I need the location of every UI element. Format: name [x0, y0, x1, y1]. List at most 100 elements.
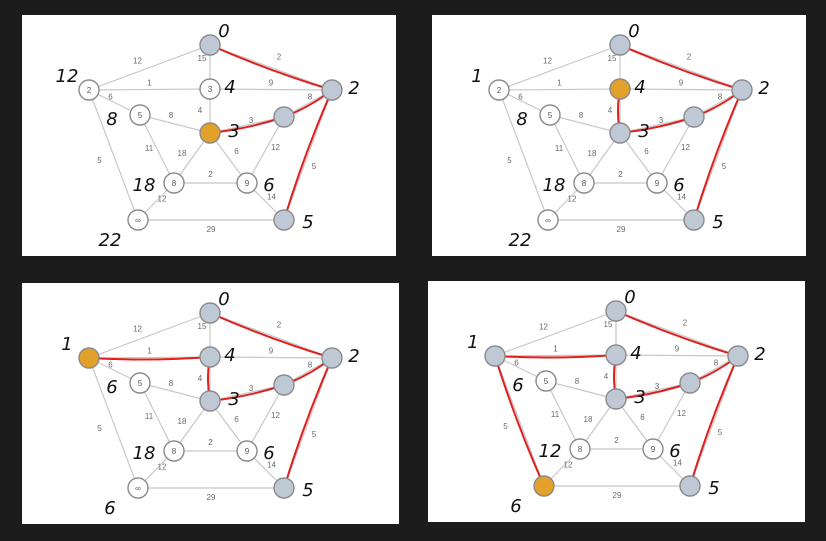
node-A: [609, 34, 631, 56]
node-C: [199, 346, 221, 368]
node-E-label: 5: [138, 111, 143, 120]
path-edge-D-K: [689, 355, 739, 487]
edge-weight-label: 12: [539, 323, 548, 332]
edge-weight-label: 5: [507, 156, 512, 165]
distance-annotation-B: 1: [467, 332, 478, 353]
edge-weight-label: 12: [133, 325, 142, 334]
node-B-label: 2: [497, 86, 502, 95]
edge-weight-label: 5: [97, 424, 102, 433]
edge-A-B: [498, 44, 621, 91]
distance-annotation-E: 6: [512, 375, 523, 396]
node-F: [605, 388, 627, 410]
distance-annotation-D: 2: [348, 346, 359, 367]
edge-weight-label: 2: [208, 170, 213, 179]
edge-weight-label: 6: [514, 359, 519, 368]
edge-B-C: [498, 88, 621, 91]
edge-D-K: [693, 89, 743, 221]
node-B: [78, 79, 100, 101]
edge-A-B: [88, 312, 211, 359]
edge-weight-label: 29: [617, 225, 626, 234]
node-I-label: 9: [651, 445, 656, 454]
edge-weight-label: 5: [97, 156, 102, 165]
edge-E-H: [139, 114, 175, 184]
edge-weight-label: 2: [618, 170, 623, 179]
node-J: [537, 209, 559, 231]
edge-weight-label: 11: [551, 410, 560, 419]
distance-annotation-I: 6: [263, 443, 274, 464]
edge-C-D: [619, 88, 743, 91]
edge-weight-label: 15: [608, 54, 617, 63]
edge-weight-label: 2: [277, 321, 282, 330]
distance-annotation-K: 5: [302, 480, 313, 501]
node-F: [609, 122, 631, 144]
distance-annotation-H: 12: [539, 441, 562, 462]
edge-weight-label: 2: [277, 53, 282, 62]
node-A: [605, 300, 627, 322]
edge-weight-label: 4: [198, 374, 203, 383]
edge-B-C: [494, 354, 617, 357]
edge-B-J: [498, 89, 549, 221]
edge-weight-label: 6: [518, 93, 523, 102]
node-H-label: 8: [578, 445, 583, 454]
edge-B-C: [88, 88, 211, 91]
edge-weight-label: 12: [677, 409, 686, 418]
node-E: [539, 104, 561, 126]
path-edge-D-K: [283, 89, 333, 221]
node-I: [646, 172, 668, 194]
distance-annotation-E: 8: [106, 109, 117, 130]
edge-weight-label: 5: [503, 422, 508, 431]
edge-E-F: [139, 114, 211, 134]
node-D: [731, 79, 753, 101]
distance-annotation-J: 22: [99, 230, 122, 251]
node-K: [273, 477, 295, 499]
edge-weight-label: 14: [267, 193, 276, 202]
edge-E-H: [139, 382, 175, 452]
distance-annotation-I: 6: [263, 175, 274, 196]
node-E-label: 5: [548, 111, 553, 120]
edge-weight-label: 12: [158, 195, 167, 204]
node-F: [199, 390, 221, 412]
distance-annotation-C: 4: [224, 77, 235, 98]
edge-weight-label: 3: [249, 116, 254, 125]
edge-weight-label: 12: [681, 143, 690, 152]
edge-weight-label: 11: [145, 144, 154, 153]
edge-weight-label: 6: [644, 147, 649, 156]
distance-annotation-I: 6: [669, 441, 680, 462]
edge-weight-label: 8: [714, 359, 719, 368]
edge-weight-label: 1: [147, 79, 152, 88]
edge-weight-label: 2: [687, 53, 692, 62]
distance-annotation-A: 0: [624, 287, 635, 308]
node-I: [642, 438, 664, 460]
edge-weight-label: 9: [675, 345, 680, 354]
distance-annotation-A: 0: [218, 289, 229, 310]
node-B: [488, 79, 510, 101]
edge-weight-label: 14: [267, 461, 276, 470]
node-E: [129, 372, 151, 394]
node-H-label: 8: [582, 179, 587, 188]
edge-weight-label: 6: [234, 147, 239, 156]
edge-F-G: [615, 382, 691, 400]
path-edge-D-K: [693, 89, 743, 221]
distance-annotation-F: 3: [634, 387, 645, 408]
edge-weight-label: 6: [234, 415, 239, 424]
edge-G-I: [246, 384, 285, 452]
edge-B-J: [88, 89, 139, 221]
distance-annotation-J: 6: [510, 496, 521, 517]
node-J: [127, 209, 149, 231]
node-I-label: 9: [245, 447, 250, 456]
distance-annotation-E: 8: [516, 109, 527, 130]
edge-weight-label: 1: [553, 345, 558, 354]
node-E: [129, 104, 151, 126]
edge-weight-label: 12: [543, 57, 552, 66]
edge-weight-label: 15: [604, 320, 613, 329]
edge-weight-label: 8: [169, 111, 174, 120]
edge-weight-label: 8: [579, 111, 584, 120]
node-A: [199, 34, 221, 56]
edge-weight-label: 2: [208, 438, 213, 447]
distance-annotation-J: 22: [509, 230, 532, 251]
distance-annotation-B: 1: [61, 334, 72, 355]
